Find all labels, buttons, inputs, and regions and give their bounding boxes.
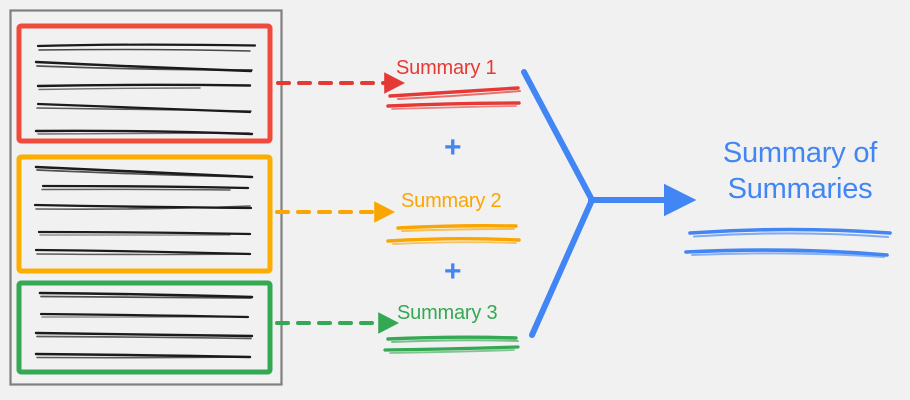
arrow-summaries-to-final [521, 69, 697, 338]
document-chunk-2[interactable] [16, 154, 273, 274]
plus-operator-1: + [444, 131, 462, 164]
chunk-1-border [16, 23, 273, 144]
summary-1-label: Summary 1 [396, 57, 497, 79]
chunk-2-border [16, 154, 273, 274]
summary-3-squiggle [383, 335, 520, 354]
final-summary-label: Summary of Summaries [722, 137, 878, 205]
final-summary-squiggle [684, 227, 892, 258]
chunk-3-text-lines [34, 291, 254, 359]
document-chunk-3[interactable] [16, 280, 273, 375]
summary-1-squiggle [386, 86, 521, 110]
summary-3-label: Summary 3 [397, 302, 498, 324]
document-chunks-container [9, 9, 283, 386]
chunk-1-text-lines [34, 43, 257, 136]
chunk-2-text-lines [33, 165, 254, 256]
summary-2-squiggle [386, 224, 521, 245]
chunk-3-border [16, 280, 273, 375]
document-chunk-1[interactable] [16, 23, 273, 144]
summary-2-label: Summary 2 [401, 190, 502, 212]
plus-operator-2: + [444, 255, 462, 288]
